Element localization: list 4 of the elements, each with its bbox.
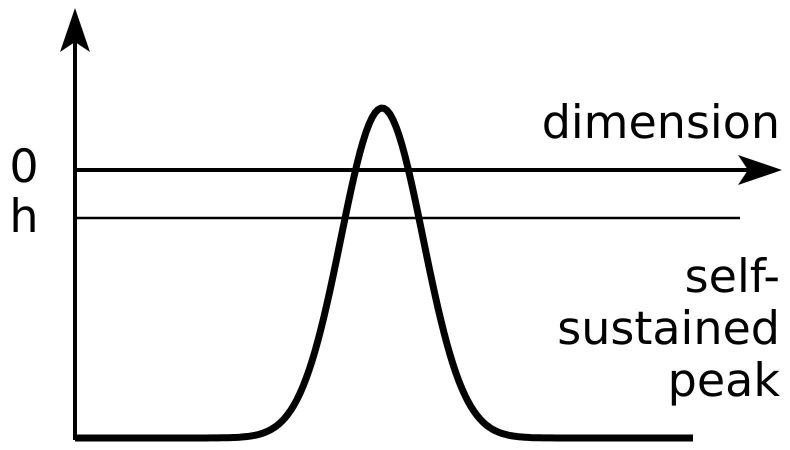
tick-label: h xyxy=(8,190,40,242)
axis-label: dimension xyxy=(540,96,780,148)
peak-label: self-sustained peak xyxy=(556,250,780,406)
tick-label: 0 xyxy=(8,140,40,192)
